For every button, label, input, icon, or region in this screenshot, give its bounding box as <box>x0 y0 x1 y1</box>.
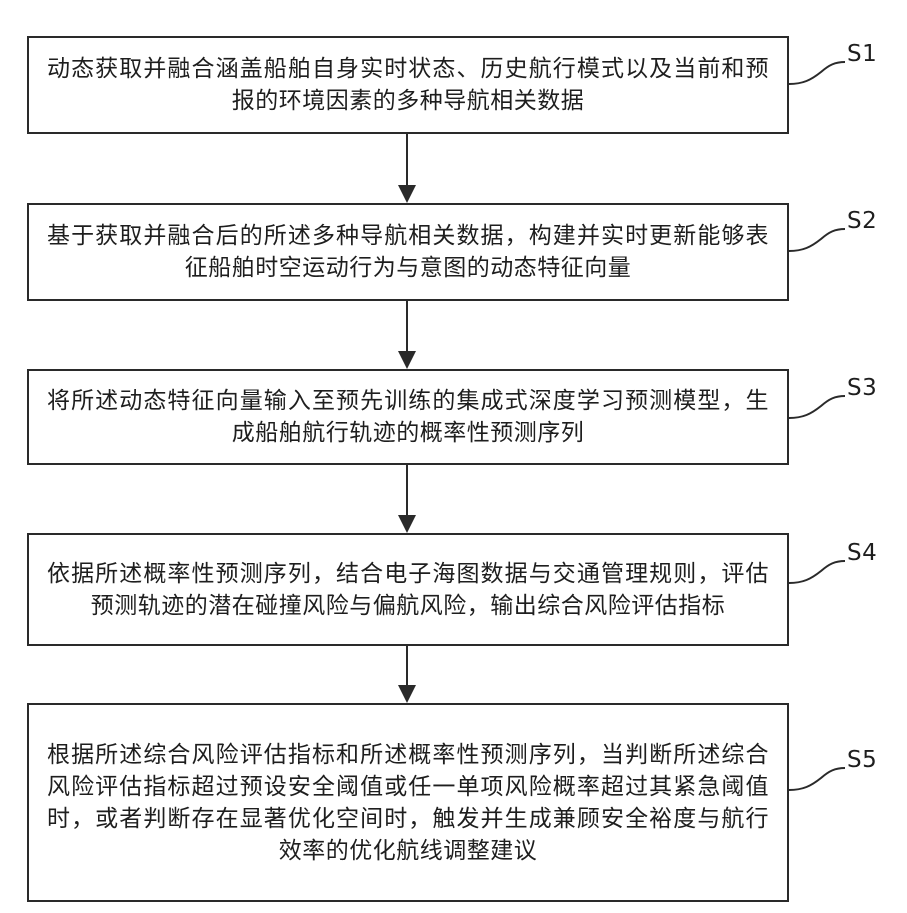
step-label-s2: S2 <box>847 208 877 234</box>
leader-line-s2 <box>789 217 849 277</box>
leader-line-s1 <box>789 50 849 110</box>
leader-line-s4 <box>789 549 849 609</box>
leader-line-s5 <box>789 756 849 816</box>
step-label-s3: S3 <box>847 375 877 401</box>
step-text-s3: 将所述动态特征向量输入至预先训练的集成式深度学习预测模型，生成船舶航行轨迹的概率… <box>29 385 787 449</box>
step-text-s5: 根据所述综合风险评估指标和所述概率性预测序列，当判断所述综合风险评估指标超过预设… <box>29 739 787 867</box>
step-box-s3: 将所述动态特征向量输入至预先训练的集成式深度学习预测模型，生成船舶航行轨迹的概率… <box>27 369 789 465</box>
flow-arrow-s2-s3 <box>398 301 416 369</box>
step-box-s5: 根据所述综合风险评估指标和所述概率性预测序列，当判断所述综合风险评估指标超过预设… <box>27 703 789 902</box>
flow-arrow-s4-s5 <box>398 646 416 703</box>
step-box-s1: 动态获取并融合涵盖船舶自身实时状态、历史航行模式以及当前和预报的环境因素的多种导… <box>27 36 789 134</box>
step-box-s2: 基于获取并融合后的所述多种导航相关数据，构建并实时更新能够表征船舶时空运动行为与… <box>27 203 789 301</box>
step-text-s2: 基于获取并融合后的所述多种导航相关数据，构建并实时更新能够表征船舶时空运动行为与… <box>29 220 787 284</box>
leader-line-s3 <box>789 384 849 444</box>
step-label-s1: S1 <box>847 41 877 67</box>
flow-arrow-s3-s4 <box>398 465 416 533</box>
step-text-s4: 依据所述概率性预测序列，结合电子海图数据与交通管理规则，评估预测轨迹的潜在碰撞风… <box>29 558 787 622</box>
step-text-s1: 动态获取并融合涵盖船舶自身实时状态、历史航行模式以及当前和预报的环境因素的多种导… <box>29 53 787 117</box>
step-box-s4: 依据所述概率性预测序列，结合电子海图数据与交通管理规则，评估预测轨迹的潜在碰撞风… <box>27 533 789 646</box>
flow-arrow-s1-s2 <box>398 134 416 203</box>
step-label-s4: S4 <box>847 540 877 566</box>
step-label-s5: S5 <box>847 747 877 773</box>
